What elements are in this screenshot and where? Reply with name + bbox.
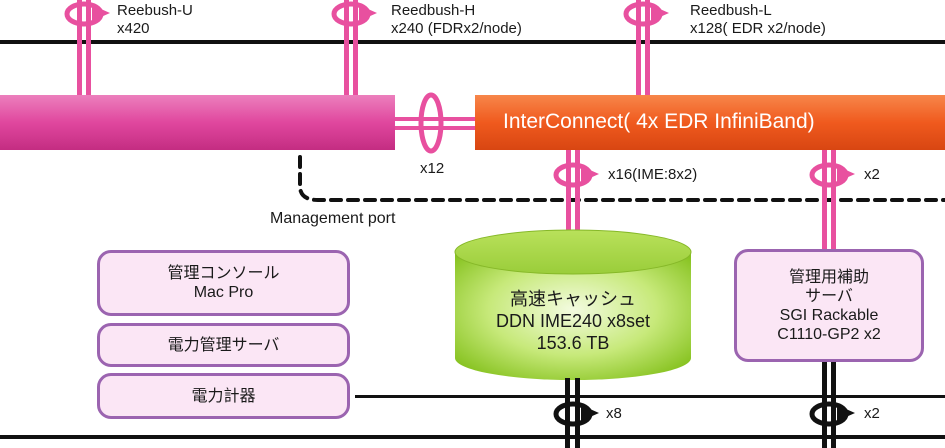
console-box: 管理コンソール Mac Pro xyxy=(97,250,350,316)
power-server-box: 電力管理サーバ xyxy=(97,323,350,367)
x12-label: x12 xyxy=(420,160,445,177)
arrow-aux-bottom xyxy=(837,405,855,421)
cache-cylinder xyxy=(454,229,692,380)
management-line xyxy=(298,155,945,202)
arrow-reebush-u xyxy=(92,5,110,21)
ring-bar-link xyxy=(418,92,444,154)
compute-bar xyxy=(0,95,395,150)
x2-bottom-label: x2 xyxy=(864,405,880,422)
link-to-aux xyxy=(822,150,836,250)
cache-label: 高速キャッシュ DDN IME240 x8set 153.6 TB xyxy=(495,289,651,353)
interconnect-label: InterConnect( 4x EDR InfiniBand) xyxy=(503,110,815,133)
arrow-cache-bottom xyxy=(581,405,599,421)
x16-label: x16(IME:8x2) xyxy=(608,166,698,183)
arrow-reedbush-l xyxy=(651,5,669,21)
link-to-cache xyxy=(566,150,580,238)
interconnect-bar xyxy=(475,95,945,150)
link-reebush-u xyxy=(77,0,91,96)
reedbush-l-label: Reedbush-L x128( EDR x2/node) xyxy=(690,2,826,37)
link-cache-bottom xyxy=(565,378,580,448)
link-reedbush-l xyxy=(636,0,650,96)
top-bus-line xyxy=(0,40,945,44)
bottom-bus-line-upper xyxy=(355,395,945,398)
bottom-bus-line-lower xyxy=(0,435,945,439)
link-reedbush-h xyxy=(344,0,358,96)
arrow-cache-top xyxy=(581,166,599,182)
reebush-u-label: Reebush-U x420 xyxy=(117,2,193,37)
x2-top-label: x2 xyxy=(864,166,880,183)
aux-server-box: 管理用補助 サーバ SGI Rackable C1110-GP2 x2 xyxy=(734,249,924,362)
arrow-reedbush-h xyxy=(359,5,377,21)
management-port-label: Management port xyxy=(270,210,396,227)
arrow-aux-top xyxy=(837,166,855,182)
power-meter-box: 電力計器 xyxy=(97,373,350,419)
x8-label: x8 xyxy=(606,405,622,422)
reedbush-h-label: Reedbush-H x240 (FDRx2/node) xyxy=(391,2,522,37)
link-bar-to-interconnect xyxy=(395,117,475,130)
